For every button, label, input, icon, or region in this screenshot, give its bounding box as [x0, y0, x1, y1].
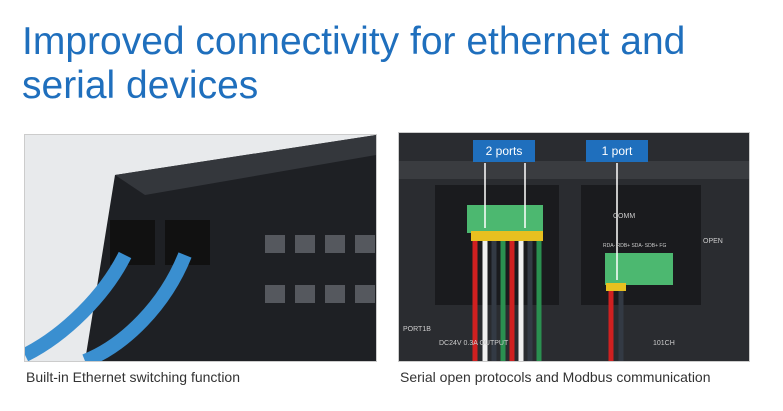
right-caption: Serial open protocols and Modbus communi… [400, 369, 711, 385]
output-label: DC24V 0.3A OUTPUT [439, 340, 509, 347]
serial-ports-photo: COMM OPEN RDA- RDB+ SDA- SDB+ FG PORT1B … [398, 132, 750, 362]
terminal-labels: RDA- RDB+ SDA- SDB+ FG [603, 243, 666, 249]
ethernet-switch-photo [24, 134, 377, 362]
port-label: PORT1B [403, 326, 431, 333]
open-label: OPEN [703, 238, 723, 245]
ch-label: 101CH [653, 340, 675, 347]
left-caption: Built-in Ethernet switching function [26, 369, 240, 385]
page-title: Improved connectivity for ethernet and s… [22, 20, 686, 107]
callout-2-ports: 2 ports [473, 140, 535, 162]
comm-label: COMM [613, 213, 635, 220]
callout-1-port: 1 port [586, 140, 648, 162]
